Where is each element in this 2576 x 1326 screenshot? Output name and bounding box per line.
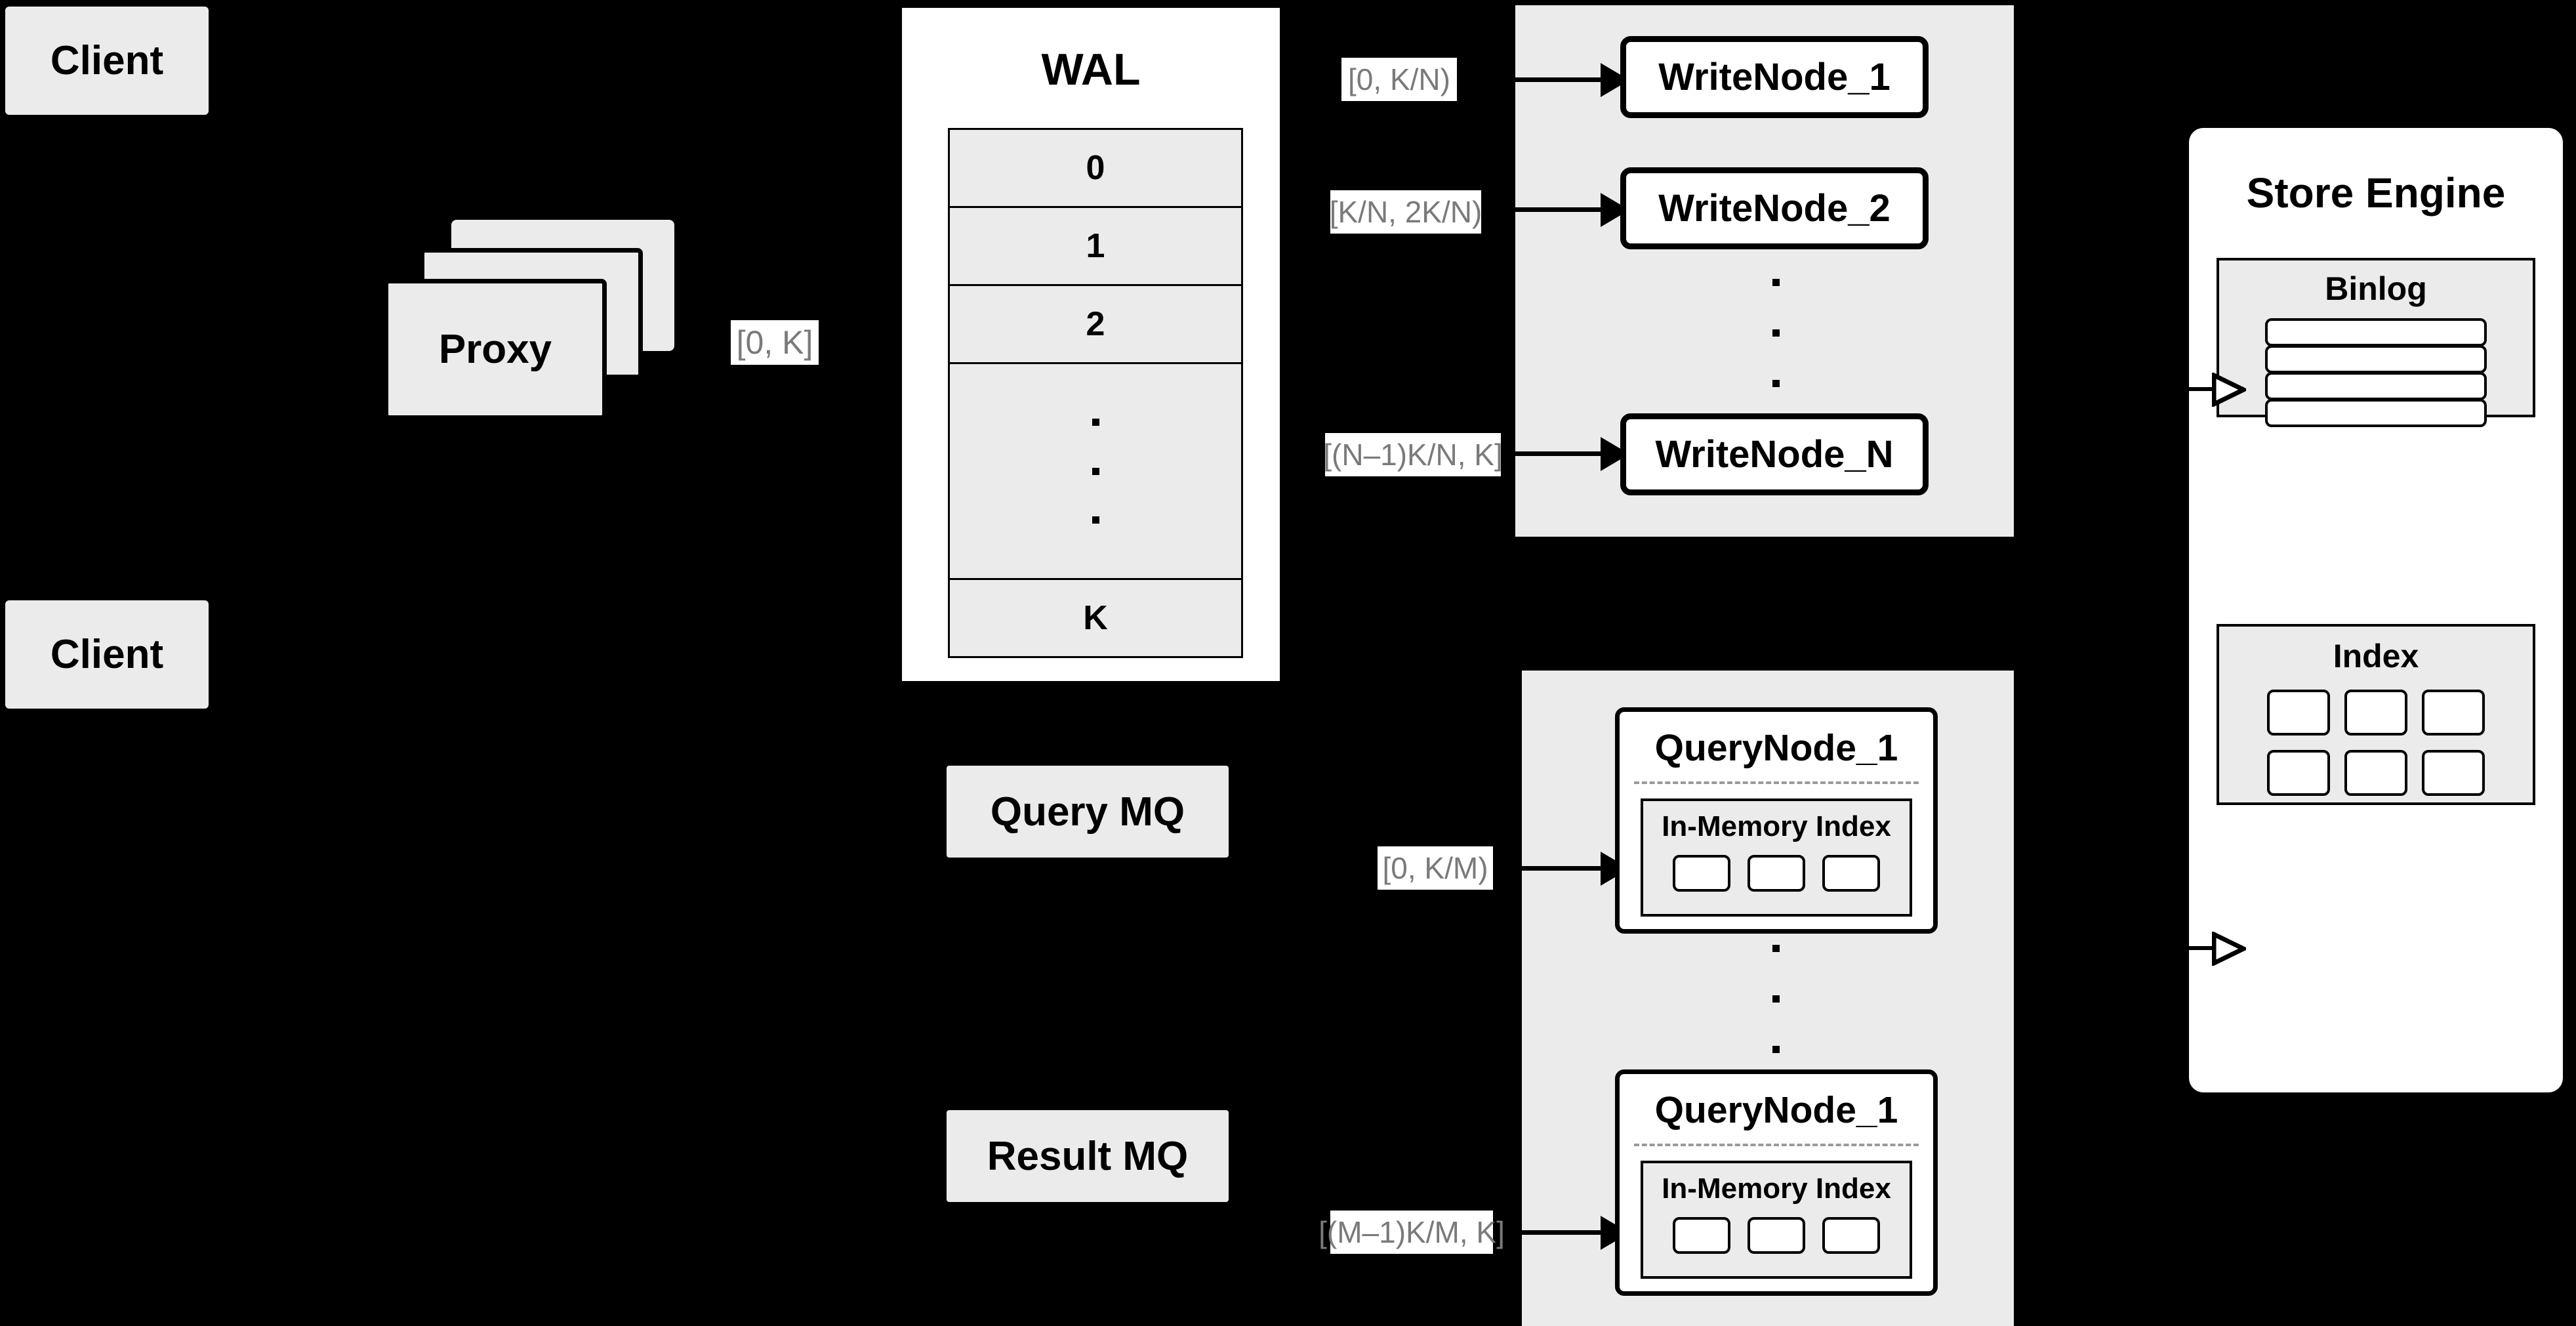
query-node-1-separator	[1634, 781, 1919, 784]
edge-label-text: [0, K]	[736, 324, 813, 361]
index-cell	[2267, 690, 2330, 736]
edge-label-write-1: [0, K/N)	[1341, 58, 1457, 101]
index-cell	[1748, 1217, 1805, 1254]
index-box: Index	[2217, 624, 2535, 805]
write-node-2-label: WriteNode_2	[1658, 187, 1891, 230]
wal-row-1: 1	[948, 206, 1243, 286]
edge-label-write-2: [K/N, 2K/N)	[1330, 190, 1482, 234]
in-memory-index-1-title: In-Memory Index	[1662, 810, 1891, 842]
ellipsis-dot	[1772, 1046, 1780, 1053]
ellipsis-dot	[1772, 380, 1780, 387]
query-mq-label: Query MQ	[990, 789, 1185, 835]
result-mq-box: Result MQ	[947, 1110, 1229, 1202]
client-box-1: Client	[5, 7, 209, 115]
proxy-box: Proxy	[384, 279, 607, 420]
store-engine-title: Store Engine	[2246, 169, 2506, 217]
write-node-2: WriteNode_2	[1620, 167, 1929, 249]
write-panel-ellipsis	[1771, 279, 1780, 387]
index-cell	[2422, 690, 2485, 736]
arrow-line-write-1	[1515, 77, 1602, 82]
index-cell	[2422, 750, 2485, 796]
proxy-label: Proxy	[438, 327, 552, 372]
in-memory-index-1: In-Memory Index	[1641, 798, 1912, 917]
ellipsis-dot	[1772, 995, 1780, 1003]
arrow-line-write-2	[1515, 207, 1602, 212]
query-panel-ellipsis	[1771, 945, 1780, 1053]
arrow-line-to-binlog	[2189, 387, 2217, 391]
edge-label-write-n: [(N–1)K/N, K]	[1323, 433, 1503, 476]
query-node-1-title: QueryNode_1	[1654, 727, 1898, 769]
index-title: Index	[2333, 638, 2419, 674]
arrow-line-query-1	[1521, 866, 1603, 871]
ellipsis-dot	[1772, 945, 1780, 952]
query-node-1: QueryNode_1 In-Memory Index	[1615, 707, 1938, 934]
binlog-row	[2265, 318, 2487, 346]
binlog-box: Binlog	[2217, 258, 2535, 427]
store-engine-panel: Store Engine Binlog Index	[2189, 128, 2563, 1092]
index-cell	[2344, 750, 2407, 796]
write-node-n: WriteNode_N	[1620, 413, 1929, 495]
binlog-row	[2265, 399, 2487, 427]
in-memory-index-m: In-Memory Index	[1641, 1161, 1912, 1279]
index-cell	[2267, 750, 2330, 796]
query-node-m-title: QueryNode_1	[1654, 1089, 1898, 1131]
ellipsis-dot	[1092, 419, 1099, 426]
query-node-m: QueryNode_1 In-Memory Index	[1615, 1069, 1938, 1296]
arrow-line-to-index	[2189, 946, 2217, 950]
wal-panel: WAL 0 1 2 K	[897, 3, 1284, 686]
binlog-title: Binlog	[2325, 270, 2427, 307]
index-cell	[1822, 855, 1880, 892]
wal-rows: 0 1 2 K	[948, 128, 1243, 658]
index-cell	[1822, 1217, 1880, 1254]
arrow-head-binlog-icon	[2212, 373, 2246, 407]
ellipsis-dot	[1092, 467, 1099, 475]
client-box-2: Client	[5, 600, 209, 709]
client-label-1: Client	[50, 38, 164, 83]
ellipsis-dot	[1772, 279, 1780, 286]
index-cell	[2344, 690, 2407, 736]
edge-label-proxy-to-wal: [0, K]	[731, 320, 819, 365]
wal-row-0: 0	[948, 128, 1243, 208]
wal-row-k: K	[948, 578, 1243, 658]
ellipsis-dot	[1092, 516, 1099, 524]
client-label-2: Client	[50, 632, 164, 677]
in-memory-index-m-title: In-Memory Index	[1662, 1172, 1891, 1205]
query-node-m-separator	[1634, 1144, 1919, 1146]
arrow-line-query-m	[1521, 1230, 1603, 1235]
binlog-row	[2265, 345, 2487, 373]
edge-label-query-1: [0, K/M)	[1378, 846, 1493, 890]
binlog-row	[2265, 372, 2487, 400]
index-cell	[1748, 855, 1805, 892]
index-cell	[1673, 1217, 1730, 1254]
write-node-1-label: WriteNode_1	[1658, 56, 1891, 98]
write-node-n-label: WriteNode_N	[1655, 433, 1894, 476]
edge-label-query-m: [(M–1)K/M, K]	[1319, 1211, 1505, 1254]
result-mq-label: Result MQ	[987, 1133, 1189, 1179]
query-mq-box: Query MQ	[947, 766, 1229, 858]
wal-row-2: 2	[948, 284, 1243, 364]
wal-row-ellipsis	[948, 362, 1243, 580]
arrow-line-write-n	[1515, 451, 1602, 456]
index-cell	[1673, 855, 1730, 892]
arrow-head-index-icon	[2212, 932, 2246, 966]
wal-title: WAL	[1041, 45, 1141, 94]
ellipsis-dot	[1772, 329, 1780, 337]
wal-ellipsis-dots	[1092, 419, 1099, 524]
write-node-1: WriteNode_1	[1620, 36, 1929, 118]
